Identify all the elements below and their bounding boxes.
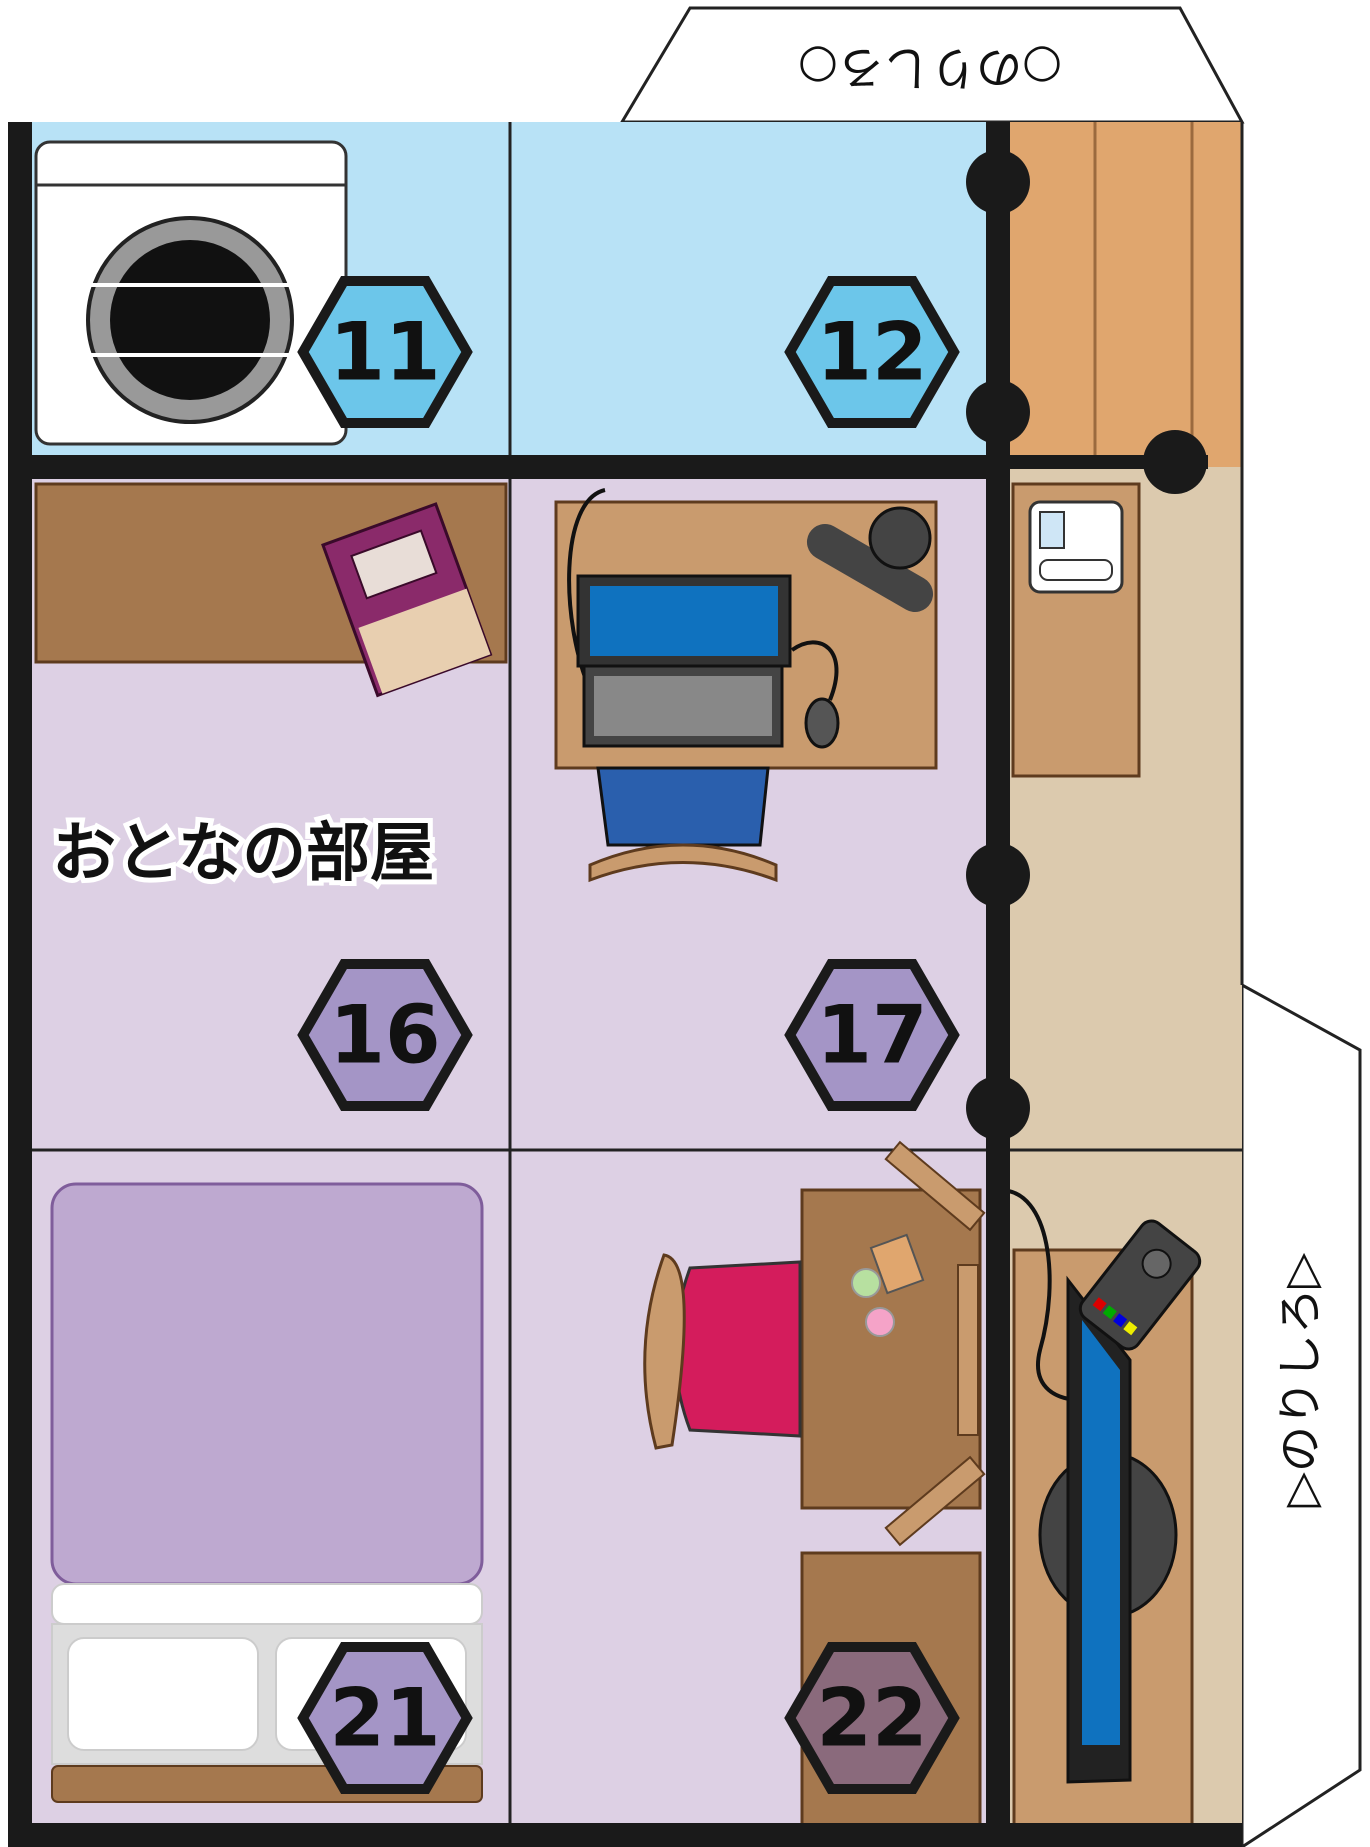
number-tile-label: 16	[329, 989, 440, 1082]
number-tile-hexagon	[784, 1642, 960, 1794]
room-label: おとなの部屋	[52, 817, 434, 891]
cushion	[643, 1253, 802, 1450]
desk-lamp-icon	[806, 506, 934, 612]
mouse-icon	[804, 697, 840, 749]
top-glue-tab: ○のりしろ○	[619, 6, 1245, 124]
top-glue-tab-label: ○のりしろ○	[798, 41, 1062, 95]
number-tile-hexagon	[784, 276, 960, 428]
tv-icon	[1038, 1275, 1178, 1784]
low-table	[800, 1140, 986, 1547]
number-tile-hexagon	[297, 959, 473, 1111]
chair-icon	[588, 766, 778, 883]
number-tile-21: 21	[297, 1642, 473, 1794]
laptop-icon	[576, 574, 792, 748]
number-tile-label: 11	[329, 306, 440, 399]
walls	[8, 122, 1242, 1847]
number-tile-11: 11	[297, 276, 473, 428]
number-tile-label: 17	[816, 989, 927, 1082]
number-tile-16: 16	[297, 959, 473, 1111]
number-tile-12: 12	[784, 276, 960, 428]
right-glue-tab-label: ▷のりしろ▷	[1273, 1252, 1327, 1507]
number-tile-17: 17	[784, 959, 960, 1111]
number-tiles: 11 12 16 17 21 22	[297, 276, 960, 1794]
stairs	[998, 122, 1242, 467]
intercom-icon	[1028, 500, 1124, 594]
number-tile-hexagon	[297, 1642, 473, 1794]
number-tile-hexagon	[784, 959, 960, 1111]
number-tile-label: 22	[816, 1672, 927, 1765]
right-glue-tab: ▷のりしろ▷	[1240, 982, 1362, 1847]
computer-desk	[554, 488, 938, 770]
remote-control-icon	[1078, 1219, 1202, 1351]
book-icon	[321, 502, 493, 698]
number-tile-label: 12	[816, 306, 927, 399]
number-tile-22: 22	[784, 1642, 960, 1794]
washing-machine-icon	[34, 140, 348, 446]
number-tile-label: 21	[329, 1672, 440, 1765]
number-tile-hexagon	[297, 276, 473, 428]
